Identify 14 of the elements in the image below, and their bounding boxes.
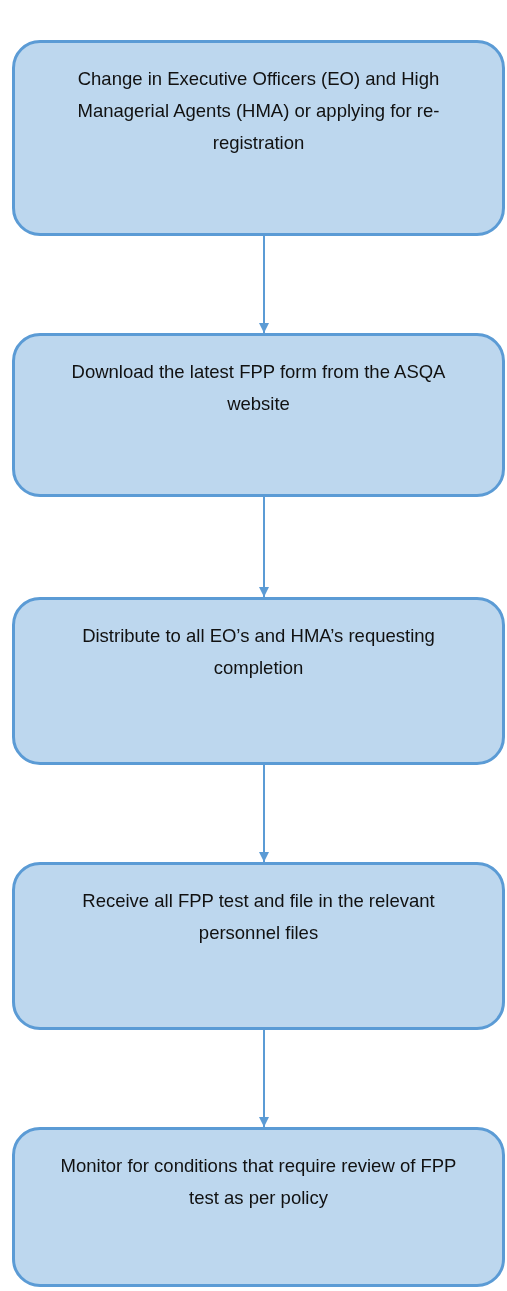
arrow [259,764,269,863]
process-box [12,333,505,497]
step-text: Change in Executive Officers (EO) and High Managerial Agents (HMA) or applying for re-registration [76,67,441,155]
arrow [259,496,269,598]
arrow [259,235,269,334]
step-text: Receive all FPP test and file in the relevant personnel files [81,889,436,945]
process-box [12,40,505,236]
step-text: Download the latest FPP form from the ASQA website [70,360,447,416]
step-text: Monitor for conditions that require review of FPP test as per policy [59,1154,458,1210]
process-box [12,862,505,1030]
arrow [259,1029,269,1128]
process-box [12,597,505,765]
process-box [12,1127,505,1287]
step-text: Distribute to all EO’s and HMA’s requesting completion [81,624,436,680]
